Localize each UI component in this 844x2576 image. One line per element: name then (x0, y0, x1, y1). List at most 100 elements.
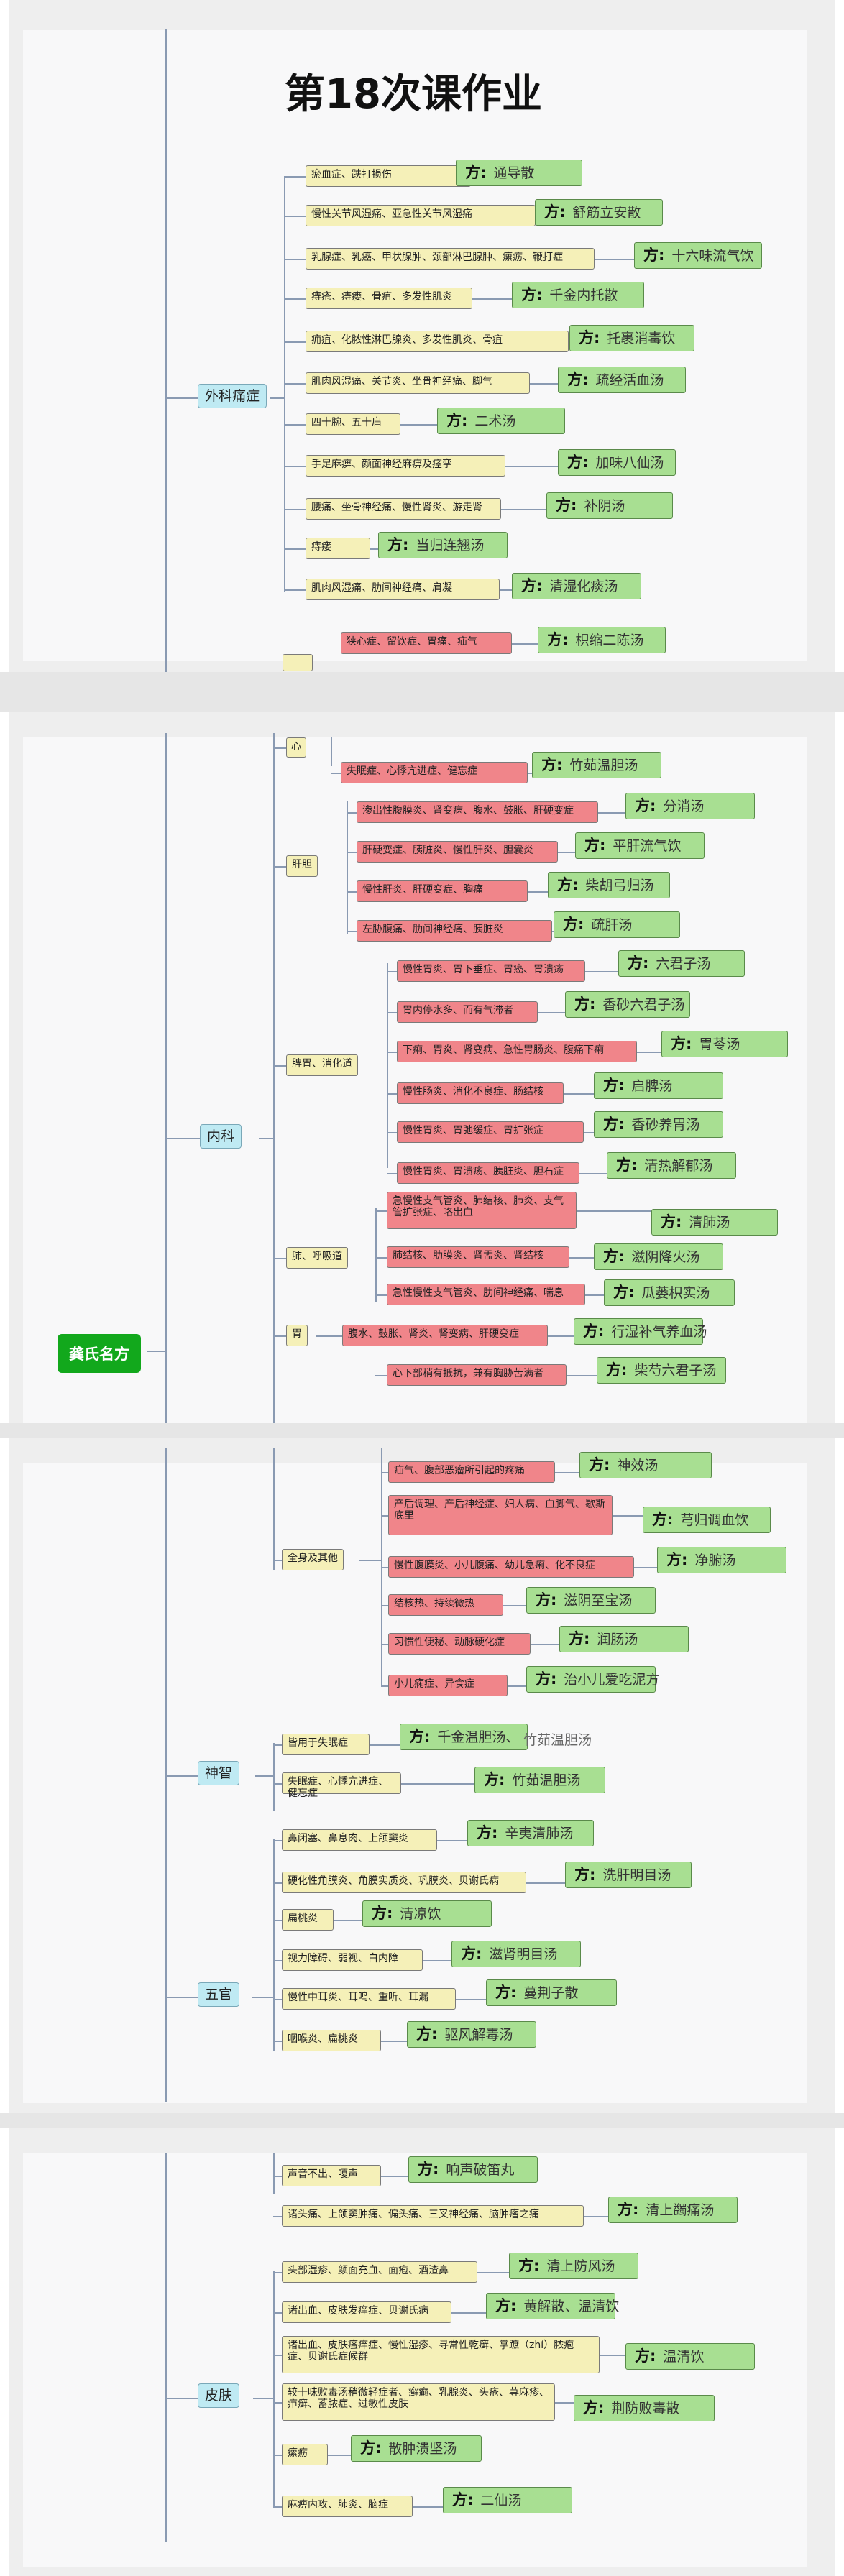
formula-box[interactable]: 方:辛夷清肺汤 (467, 1820, 594, 1846)
formula-box[interactable]: 方:驱风解毒汤 (407, 2021, 536, 2048)
condition-node[interactable]: 慢性胃炎、胃溃疡、胰脏炎、胆石症 (397, 1162, 579, 1184)
formula-box[interactable]: 方:启脾汤 (594, 1072, 723, 1099)
formula-box[interactable]: 方:香砂养胃汤 (594, 1111, 723, 1138)
formula-box[interactable]: 方:滋阴至宝汤 (526, 1587, 656, 1614)
formula-box[interactable]: 方:十六味流气饮 (634, 242, 762, 269)
formula-box[interactable]: 方:蔓荆子散 (486, 1979, 617, 2006)
formula-box[interactable]: 方:通导散 (456, 160, 582, 186)
formula-box[interactable]: 方:二仙汤 (443, 2487, 572, 2513)
condition-node[interactable]: 肺结核、肋膜炎、肾盂炎、肾结核 (387, 1246, 569, 1268)
condition-node[interactable]: 慢性关节风湿痛、亚急性关节风湿痛 (306, 205, 536, 226)
condition-node[interactable]: 失眠症、心悸亢进症、健忘症 (282, 1772, 401, 1799)
condition-node[interactable]: 急性慢性支气管炎、肋间神经痛、喘息 (387, 1284, 585, 1305)
condition-node[interactable]: 四十腕、五十肩 (306, 413, 400, 435)
formula-box[interactable]: 方:治小儿爱吃泥方 (526, 1666, 659, 1693)
condition-node[interactable]: 咽喉炎、扁桃炎 (282, 2030, 381, 2051)
condition-node[interactable]: 乳腺症、乳癌、甲状腺肿、颈部淋巴腺肿、瘰疬、鞭打症 (306, 248, 595, 270)
condition-node[interactable]: 肌肉风湿痛、肋间神经痛、肩凝 (306, 579, 500, 600)
condition-node[interactable]: 慢性胃炎、胃下垂症、胃癌、胃溃疡 (397, 960, 585, 982)
formula-box[interactable]: 方:二术汤 (437, 408, 565, 434)
condition-node[interactable]: 慢性肠炎、消化不良症、肠结核 (397, 1082, 564, 1104)
condition-node[interactable]: 头部湿疹、颜面充血、面疱、酒渣鼻 (282, 2261, 477, 2283)
formula-box[interactable]: 方:清肺汤 (651, 1209, 778, 1236)
condition-node[interactable]: 急慢性支气管炎、肺结核、肺炎、支气管扩张症、咯出血 (387, 1192, 577, 1229)
condition-node[interactable]: 狭心症、留饮症、胃痛、疝气 (341, 632, 512, 654)
condition-node[interactable]: 声音不出、嗄声 (282, 2165, 381, 2186)
formula-box[interactable]: 方:瓜蒌枳实汤 (604, 1279, 735, 1306)
condition-node[interactable]: 失眠症、心悸亢进症、健忘症 (341, 762, 528, 783)
condition-node[interactable]: 鼻闭塞、鼻息肉、上颌窦炎 (282, 1829, 437, 1851)
formula-box[interactable]: 方:平肝流气饮 (575, 832, 705, 859)
condition-node[interactable]: 下痢、胃炎、肾变病、急性胃肠炎、腹痛下痢 (397, 1041, 637, 1062)
formula-box[interactable]: 方:响声破笛丸 (408, 2156, 538, 2183)
formula-box[interactable]: 方:清上蠲痛汤 (608, 2196, 738, 2223)
condition-node[interactable]: 肌肉风湿痛、关节炎、坐骨神经痛、脚气 (306, 372, 530, 394)
formula-box[interactable]: 方:芎归调血饮 (643, 1506, 771, 1533)
formula-box[interactable]: 方:滋阴降火汤 (594, 1243, 723, 1270)
condition-node[interactable]: 麻痹内攻、肺炎、脑症 (282, 2496, 413, 2517)
formula-box[interactable]: 方:神效汤 (579, 1452, 712, 1478)
condition-node[interactable]: 结核热、持续微热 (388, 1594, 503, 1616)
category-waike[interactable]: 外科痛症 (198, 384, 267, 408)
condition-node[interactable]: 慢性腹膜炎、小儿腹痛、幼儿急痢、化不良症 (388, 1556, 634, 1578)
formula-extra[interactable]: 竹茹温胆汤 (523, 1732, 592, 1748)
condition-node[interactable]: 瘰疬 (282, 2444, 328, 2465)
subcat-xin[interactable]: 心 (286, 737, 306, 758)
condition-node[interactable]: 腰痛、坐骨神经痛、慢性肾炎、游走肾 (306, 498, 501, 520)
condition-node[interactable]: 痈疽、化脓性淋巴腺炎、多发性肌炎、骨疽 (306, 331, 569, 352)
condition-node[interactable]: 痔疮、痔瘘、骨疽、多发性肌炎 (306, 288, 472, 309)
formula-box[interactable]: 方:加味八仙汤 (558, 449, 676, 476)
condition-node[interactable]: 产后调理、产后神经症、妇人病、血脚气、歇斯底里 (388, 1495, 613, 1535)
formula-box[interactable]: 方:洗肝明目汤 (565, 1862, 692, 1888)
formula-box[interactable]: 方:竹茹温胆汤 (532, 752, 661, 778)
subcat-quanshen[interactable]: 全身及其他 (282, 1549, 344, 1570)
condition-node[interactable]: 诸头痛、上颌窦肿痛、偏头痛、三叉神经痛、脑肿瘤之痛 (282, 2205, 584, 2227)
formula-box[interactable]: 方:荆防败毒散 (574, 2395, 715, 2421)
formula-box[interactable]: 方:柴胡弓归汤 (548, 872, 670, 898)
condition-node[interactable]: 肝硬变症、胰脏炎、慢性肝炎、胆囊炎 (357, 841, 558, 862)
condition-node[interactable]: 皆用于失眠症 (282, 1734, 370, 1755)
formula-box[interactable]: 方:清热解郁汤 (607, 1152, 736, 1179)
formula-box[interactable]: 方:疏经活血汤 (558, 367, 686, 393)
condition-node[interactable]: 视力障碍、弱视、白内障 (282, 1949, 423, 1971)
condition-node[interactable]: 瘀血症、跌打损伤 (306, 165, 471, 187)
condition-node[interactable]: 硬化性角膜炎、角膜实质炎、巩膜炎、贝谢氏病 (282, 1872, 526, 1893)
category-pifu[interactable]: 皮肤 (198, 2383, 240, 2408)
condition-node[interactable]: 渗出性腹膜炎、肾变病、腹水、鼓胀、肝硬变症 (357, 801, 598, 823)
formula-box[interactable]: 方:补阴汤 (546, 492, 673, 519)
category-shenzhi[interactable]: 神智 (198, 1761, 240, 1785)
condition-node[interactable]: 小儿痫症、异食症 (388, 1675, 508, 1696)
subcat-wei[interactable]: 胃 (286, 1325, 308, 1346)
formula-box[interactable]: 方:六君子汤 (618, 950, 745, 977)
formula-box[interactable]: 方:净腑汤 (657, 1547, 786, 1573)
condition-node[interactable]: 诸出血、皮肤发痒症、贝谢氏病 (282, 2301, 451, 2323)
formula-box[interactable]: 方:清凉饮 (362, 1900, 492, 1927)
condition-node[interactable]: 左胁腹痛、肋间神经痛、胰脏炎 (357, 920, 552, 942)
condition-node[interactable]: 心下部稍有抵抗，兼有胸胁苦满者 (387, 1364, 567, 1386)
formula-box[interactable]: 方:当归连翘汤 (378, 532, 508, 558)
condition-node[interactable]: 疝气、腹部恶瘤所引起的疼痛 (388, 1461, 555, 1483)
condition-node[interactable]: 扁桃炎 (282, 1909, 334, 1931)
formula-box[interactable]: 方:散肿溃坚汤 (351, 2435, 482, 2462)
subcat-piwei[interactable]: 脾胃、消化道 (286, 1054, 358, 1076)
formula-box[interactable]: 方:疏肝汤 (554, 911, 680, 938)
condition-node[interactable]: 诸出血、皮肤瘙痒症、慢性湿疹、寻常性乾癣、掌蹠（zhí）脓疱症、贝谢氏症候群 (282, 2336, 600, 2373)
formula-box[interactable]: 方:分消汤 (625, 793, 755, 819)
condition-node[interactable]: 胃内停水多、而有气滞者 (397, 1001, 538, 1023)
formula-box[interactable]: 方:千金内托散 (512, 282, 644, 308)
formula-box[interactable]: 方:胃苓汤 (661, 1031, 788, 1057)
condition-node[interactable]: 慢性胃炎、胃弛缓症、胃扩张症 (397, 1121, 584, 1143)
condition-node[interactable]: 较十味败毒汤稍微轻症者、癣癫、乳腺炎、头疮、荨麻疹、疖癣、蓄脓症、过敏性皮肤 (282, 2383, 555, 2421)
condition-node[interactable]: 痔瘘 (306, 538, 370, 559)
subcat-gandan[interactable]: 肝胆 (286, 855, 318, 877)
condition-node[interactable]: 慢性肝炎、肝硬变症、胸痛 (357, 880, 528, 902)
category-neike[interactable]: 内科 (200, 1124, 242, 1149)
condition-node[interactable]: 手足麻痹、颜面神经麻痹及痉挛 (306, 455, 505, 477)
condition-node[interactable]: 习惯性便秘、动脉硬化症 (388, 1633, 531, 1655)
formula-box[interactable]: 方:舒筋立安散 (535, 199, 663, 226)
formula-box[interactable]: 方:柴芍六君子汤 (597, 1357, 726, 1384)
category-wuguan[interactable]: 五官 (198, 1982, 240, 2007)
formula-box[interactable]: 方:黄解散、温清饮 (486, 2293, 619, 2319)
subcat-fei[interactable]: 肺、呼吸道 (286, 1247, 348, 1269)
formula-box[interactable]: 方:滋肾明目汤 (451, 1941, 581, 1967)
